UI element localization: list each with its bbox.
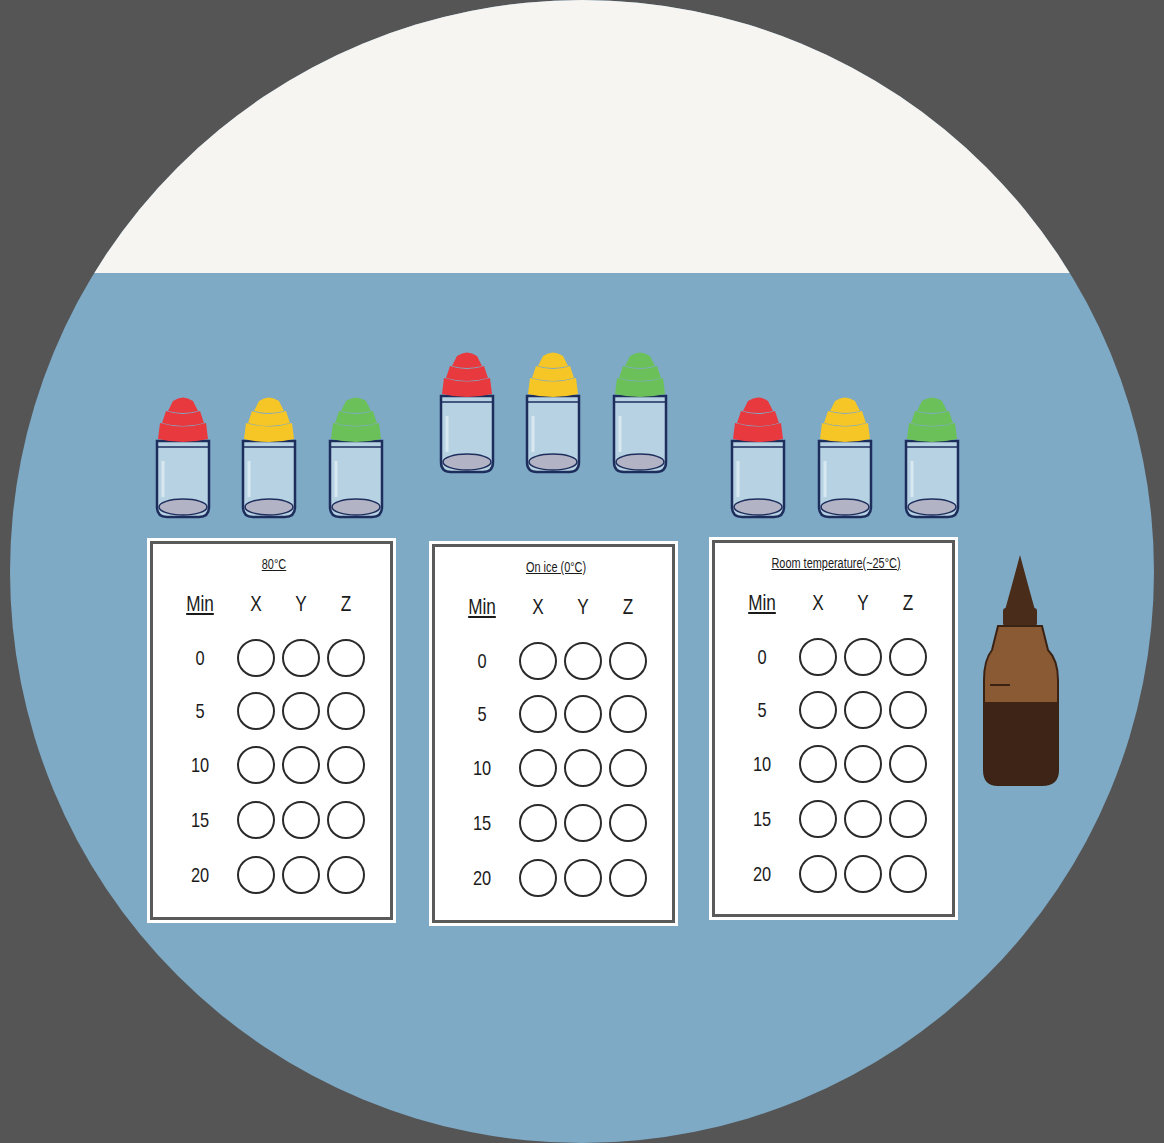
column-header: Y (857, 590, 868, 616)
row-label: 20 (753, 862, 771, 886)
spot-well (327, 692, 365, 730)
column-header: Y (577, 594, 588, 620)
row-label: 0 (477, 649, 486, 673)
spot-well (609, 695, 647, 733)
timing-card: On ice (0°C) Min X Y Z 0 5 10 15 20 (432, 544, 675, 923)
spot-well (237, 856, 275, 894)
spot-well (327, 801, 365, 839)
spot-well (889, 855, 927, 893)
spot-well (889, 745, 927, 783)
row-label: 10 (473, 756, 491, 780)
spot-well (519, 695, 557, 733)
timing-card: Room temperature(~25°C) Min X Y Z 0 5 10 15 20 (712, 540, 955, 917)
row-label: 15 (753, 807, 771, 831)
spot-well (564, 642, 602, 680)
spot-well (519, 749, 557, 787)
column-header: Min (748, 590, 776, 616)
spot-well (519, 859, 557, 897)
row-label: 5 (195, 699, 204, 723)
row-label: 5 (477, 702, 486, 726)
row-label: 15 (473, 811, 491, 835)
row-label: 0 (195, 646, 204, 670)
spot-well (844, 638, 882, 676)
spot-well (282, 692, 320, 730)
row-label: 20 (473, 866, 491, 890)
column-header: Z (341, 591, 351, 617)
bench-backdrop (10, 0, 1154, 273)
spot-well (609, 749, 647, 787)
spot-well (237, 801, 275, 839)
spot-well (237, 746, 275, 784)
spot-well (609, 804, 647, 842)
spot-well (564, 859, 602, 897)
bottle-group (732, 398, 958, 518)
spot-well (327, 746, 365, 784)
column-header: X (532, 594, 543, 620)
spot-well (799, 691, 837, 729)
spot-well (844, 691, 882, 729)
spot-well (889, 638, 927, 676)
column-header: Z (623, 594, 633, 620)
row-label: 10 (753, 752, 771, 776)
spot-well (282, 639, 320, 677)
spot-well (519, 804, 557, 842)
spot-well (609, 859, 647, 897)
spot-well (564, 804, 602, 842)
spot-well (564, 749, 602, 787)
spot-well (237, 692, 275, 730)
spot-well (327, 639, 365, 677)
column-header: Z (903, 590, 913, 616)
bottle-group (441, 353, 666, 473)
column-header: X (812, 590, 823, 616)
bottle-group (157, 398, 382, 518)
card-title: On ice (0°C) (526, 559, 586, 575)
row-label: 0 (757, 645, 766, 669)
column-header: X (250, 591, 261, 617)
spot-well (799, 855, 837, 893)
card-title: 80°C (262, 556, 286, 572)
spot-well (889, 691, 927, 729)
iodine-bottle (984, 555, 1058, 785)
spot-well (282, 856, 320, 894)
spot-well (844, 745, 882, 783)
row-label: 10 (191, 753, 209, 777)
spot-well (282, 801, 320, 839)
spot-well (237, 639, 275, 677)
spot-well (327, 856, 365, 894)
column-header: Min (468, 594, 496, 620)
spot-well (799, 800, 837, 838)
card-title: Room temperature(~25°C) (771, 555, 900, 571)
spot-well (609, 642, 647, 680)
spot-well (889, 800, 927, 838)
spot-well (799, 745, 837, 783)
row-label: 5 (757, 698, 766, 722)
column-header: Min (186, 591, 214, 617)
row-label: 15 (191, 808, 209, 832)
spot-well (799, 638, 837, 676)
row-label: 20 (191, 863, 209, 887)
timing-card: 80°C Min X Y Z 0 5 10 15 20 (150, 541, 393, 920)
column-header: Y (295, 591, 306, 617)
spot-well (282, 746, 320, 784)
spot-well (844, 800, 882, 838)
spot-well (564, 695, 602, 733)
spot-well (844, 855, 882, 893)
spot-well (519, 642, 557, 680)
